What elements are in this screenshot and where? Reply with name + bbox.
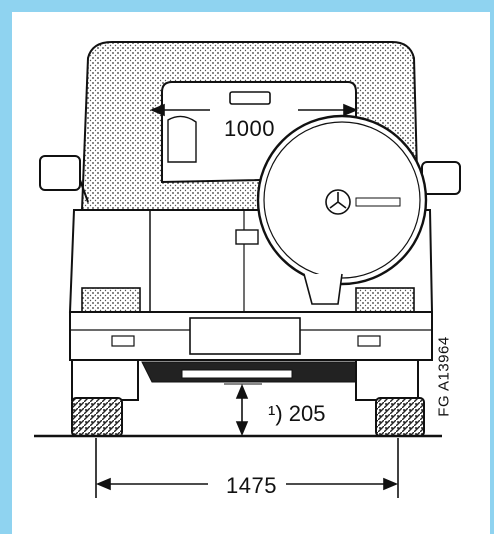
vehicle-rear-view-drawing bbox=[34, 41, 461, 498]
ground-clearance-dimension bbox=[224, 383, 262, 437]
window-width-label: 1000 bbox=[224, 116, 275, 141]
figure-code-label: FG A13964 bbox=[435, 336, 453, 417]
drawing-frame: 1000 ¹) 205 1475 FG A13964 bbox=[12, 12, 490, 534]
spare-wheel bbox=[256, 114, 428, 286]
right-tire bbox=[375, 397, 425, 437]
left-mudflap bbox=[71, 359, 139, 401]
ground-clearance-label: ¹) 205 bbox=[268, 401, 326, 426]
right-tail-light bbox=[355, 287, 415, 313]
brake-light bbox=[229, 91, 271, 105]
left-tire bbox=[71, 397, 123, 437]
left-mirror-icon bbox=[39, 155, 89, 203]
window-width-dimension bbox=[149, 103, 359, 117]
left-tail-light bbox=[81, 287, 141, 313]
track-width-label: 1475 bbox=[226, 473, 277, 498]
track-width-dimension bbox=[95, 438, 399, 498]
right-mudflap bbox=[355, 359, 419, 401]
door-handle bbox=[235, 229, 259, 245]
